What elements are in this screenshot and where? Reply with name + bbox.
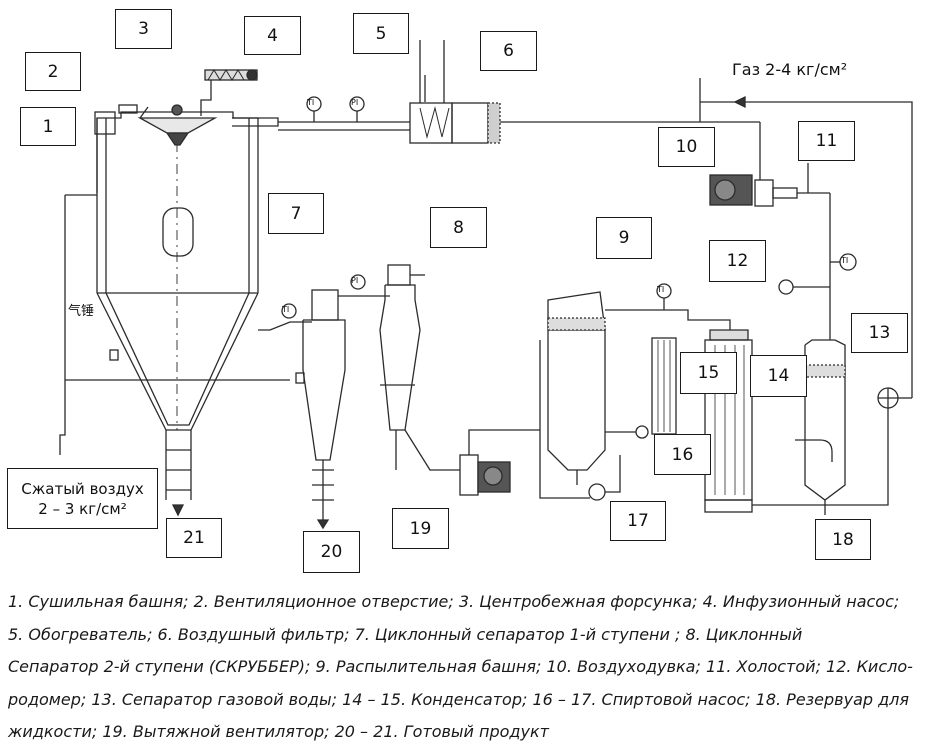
air-label-line-2: 2 – 3 кг/см² xyxy=(38,499,127,518)
legend-caption: 1. Сушильная башня; 2. Вентиляционное от… xyxy=(8,586,923,749)
pi-tag-1: PI xyxy=(351,98,359,107)
callout-14: 14 xyxy=(750,355,807,397)
pi-tag-2: PI xyxy=(351,276,359,285)
callout-9: 9 xyxy=(596,217,652,259)
callout-1: 1 xyxy=(20,107,76,146)
callout-13: 13 xyxy=(851,313,908,353)
drying-tower xyxy=(96,111,259,431)
second-stage-cyclone xyxy=(338,264,425,470)
callout-18: 18 xyxy=(815,519,871,560)
ti-tag-3: TI xyxy=(657,285,665,294)
oxygen-meter xyxy=(778,279,830,295)
condenser-15 xyxy=(651,337,677,435)
liquid-tank xyxy=(795,339,846,515)
callout-12: 12 xyxy=(709,240,766,282)
caption-line-4: родомер; 13. Сепаратор газовой воды; 14 … xyxy=(8,689,910,709)
exhaust-fan xyxy=(459,429,540,496)
ti-tag-1: TI xyxy=(307,98,315,107)
air-filter xyxy=(451,102,501,144)
air-hammer xyxy=(109,349,305,384)
callout-11: 11 xyxy=(798,121,855,161)
callout-5: 5 xyxy=(353,13,409,54)
callout-19: 19 xyxy=(392,508,449,549)
vent-opening xyxy=(94,104,138,135)
infusion-pump xyxy=(200,69,258,116)
callout-2: 2 xyxy=(25,52,81,91)
caption-line-1: 1. Сушильная башня; 2. Вентиляционное от… xyxy=(8,592,900,611)
caption-line-2: 5. Обогреватель; 6. Воздушный фильтр; 7.… xyxy=(8,624,803,644)
callout-6: 6 xyxy=(480,31,537,71)
blower xyxy=(709,163,831,340)
centrifugal-nozzle xyxy=(137,104,218,146)
compressed-air-label: Сжатый воздух 2 – 3 кг/см² xyxy=(7,468,158,529)
callout-10: 10 xyxy=(658,127,715,167)
callout-4: 4 xyxy=(244,16,301,55)
callout-7: 7 xyxy=(268,193,324,234)
callout-16: 16 xyxy=(654,434,711,475)
callout-3: 3 xyxy=(115,9,172,49)
ti-tag-2: TI xyxy=(282,305,290,314)
callout-20: 20 xyxy=(303,531,360,573)
callout-17: 17 xyxy=(610,501,666,541)
process-flow-diagram xyxy=(59,40,913,530)
heater xyxy=(409,40,453,144)
air-hammer-label: 气锤 xyxy=(68,304,95,319)
spray-tower xyxy=(539,291,606,499)
callout-15: 15 xyxy=(680,352,737,394)
air-label-line-1: Сжатый воздух xyxy=(21,479,144,498)
first-stage-cyclone xyxy=(302,289,346,530)
callout-21: 21 xyxy=(166,518,222,558)
callout-8: 8 xyxy=(430,207,487,248)
ti-tag-4: TI xyxy=(841,256,849,265)
caption-line-5: жидкости; 19. Вытяжной вентилятор; 20 – … xyxy=(8,722,549,741)
gas-pressure-label: Газ 2-4 кг/см² xyxy=(732,60,848,79)
caption-line-3: Сепаратор 2-й ступени (СКРУББЕР); 9. Рас… xyxy=(8,657,913,676)
